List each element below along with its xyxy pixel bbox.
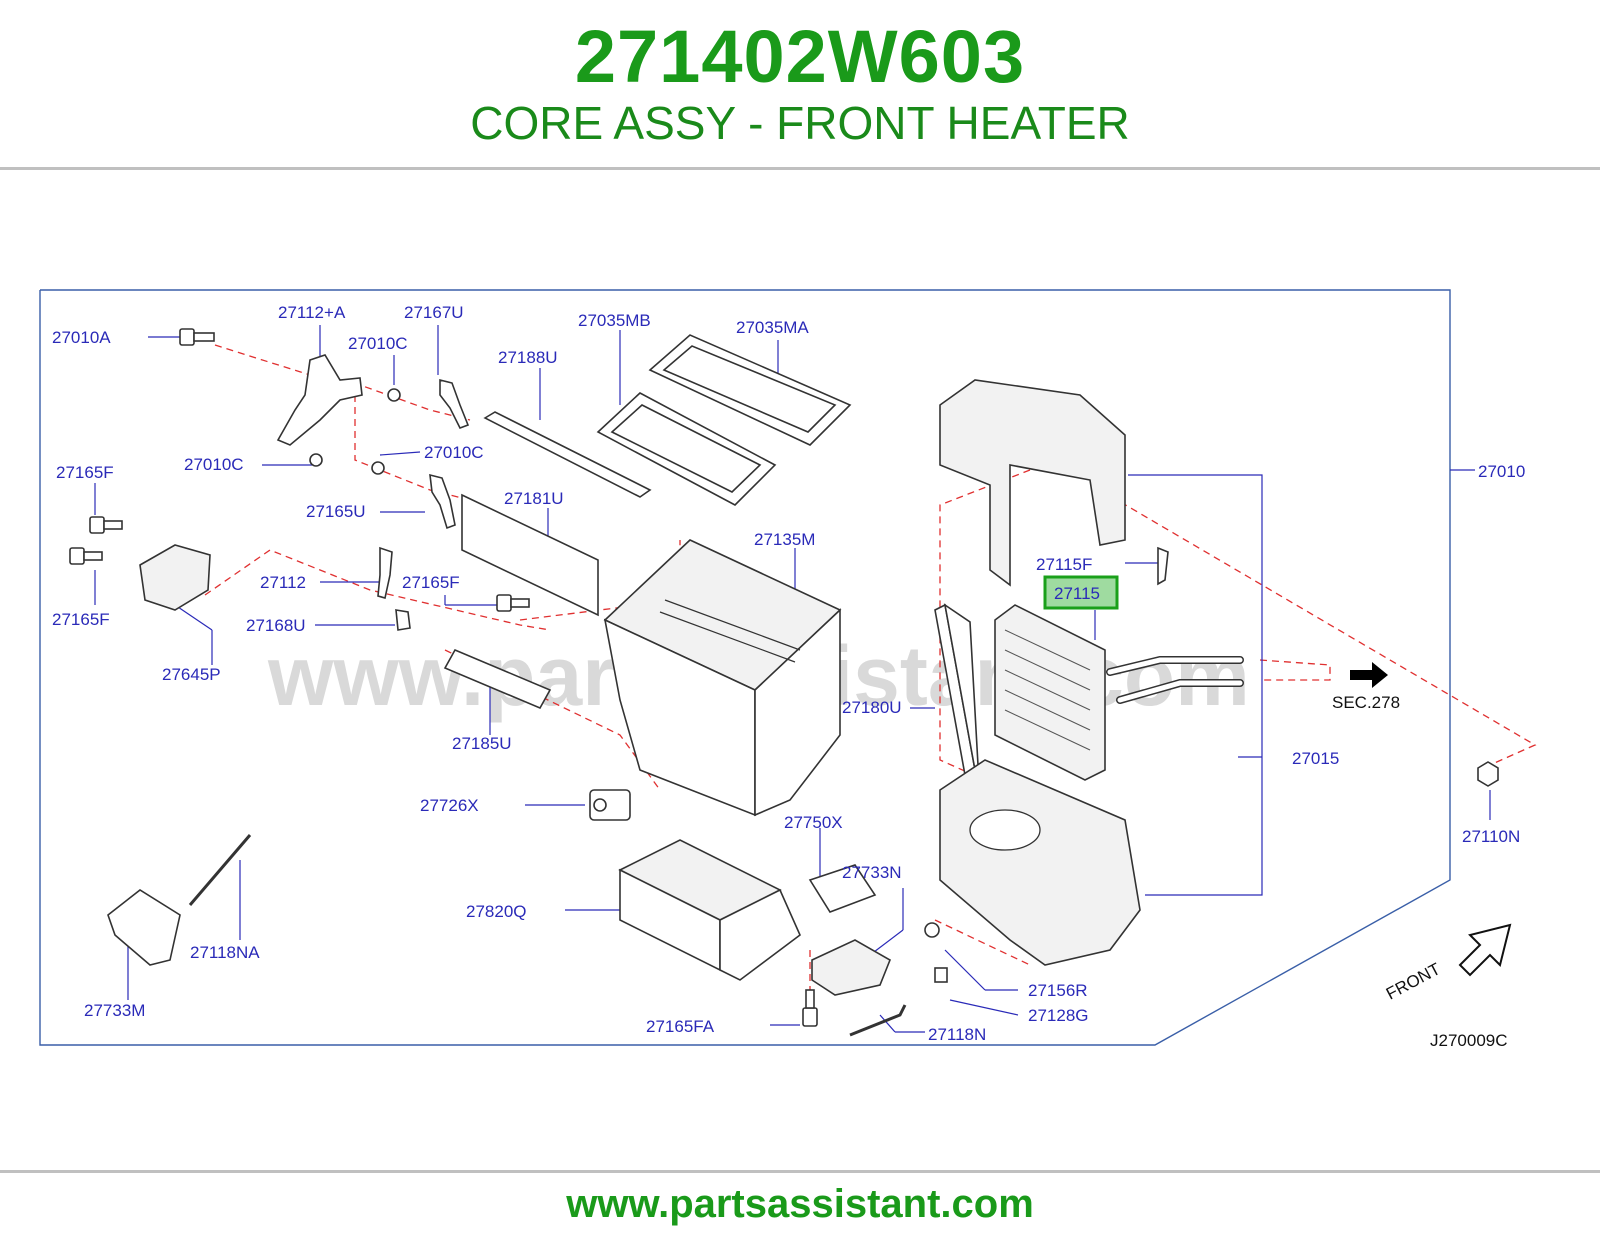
part-drawings: [69, 328, 1512, 1037]
bolt-27165F-a: [89, 516, 123, 534]
clip-27115F: [1157, 546, 1169, 586]
bracket-27112A: [276, 354, 363, 446]
parts-diagram: www.partsassistant.com: [39, 289, 1537, 1050]
label-27010A[interactable]: 27010A: [52, 328, 111, 347]
part-title: CORE ASSY - FRONT HEATER: [470, 97, 1130, 149]
label-27733N[interactable]: 27733N: [842, 863, 902, 882]
label-27010C-a[interactable]: 27010C: [348, 334, 408, 353]
door-27185U: [443, 648, 552, 710]
label-27035MA[interactable]: 27035MA: [736, 318, 809, 337]
bolt-27165F-b: [496, 594, 530, 612]
front-label: FRONT: [1383, 959, 1444, 1003]
door-27181U: [461, 493, 599, 617]
part-number: 271402W603: [574, 15, 1026, 98]
label-27010C-c[interactable]: 27010C: [184, 455, 244, 474]
link-27168U: [395, 609, 411, 631]
top-divider: [0, 167, 1600, 170]
label-27165U[interactable]: 27165U: [306, 502, 366, 521]
label-27118N[interactable]: 27118N: [928, 1025, 986, 1044]
label-27750X[interactable]: 27750X: [784, 813, 843, 832]
label-27168U[interactable]: 27168U: [246, 616, 306, 635]
label-27110N[interactable]: 27110N: [1462, 827, 1520, 846]
label-27167U[interactable]: 27167U: [404, 303, 464, 322]
label-27010[interactable]: 27010: [1478, 462, 1525, 481]
label-27165F-c[interactable]: 27165F: [52, 610, 110, 629]
label-27185U[interactable]: 27185U: [452, 734, 512, 753]
label-27188U[interactable]: 27188U: [498, 348, 558, 367]
case-27135M: [603, 539, 842, 817]
label-27112A[interactable]: 27112+A: [278, 303, 346, 322]
case-lower: [939, 759, 1141, 966]
label-27035MB[interactable]: 27035MB: [578, 311, 651, 330]
washer-27010C-b: [309, 453, 323, 467]
rod-27118N: [849, 1004, 907, 1037]
nut-27110N: [1477, 761, 1499, 787]
label-27010C-b[interactable]: 27010C: [424, 443, 484, 462]
clip-27156R: [924, 922, 940, 938]
actuator-27645P: [139, 544, 211, 611]
label-27128G[interactable]: 27128G: [1028, 1006, 1089, 1025]
filter-27035MA-inner: [662, 345, 837, 433]
label-27820Q[interactable]: 27820Q: [466, 902, 527, 921]
label-27135M[interactable]: 27135M: [754, 530, 815, 549]
clip-27165U: [429, 473, 456, 530]
label-27015[interactable]: 27015: [1292, 749, 1339, 768]
case-27820Q: [618, 839, 801, 981]
bolt-27165FA: [802, 989, 818, 1027]
label-27726X[interactable]: 27726X: [420, 796, 479, 815]
door-27188U: [483, 411, 652, 498]
bolt-27010A: [179, 328, 215, 346]
bracket-27750X: [808, 864, 877, 913]
grommet-27128G: [934, 967, 948, 983]
label-27645P[interactable]: 27645P: [162, 665, 221, 684]
label-27118NA[interactable]: 27118NA: [190, 943, 260, 962]
highlight-27115: [1043, 575, 1119, 610]
case-upper: [939, 379, 1126, 587]
amp-27733N: [811, 939, 892, 996]
label-27733M[interactable]: 27733M: [84, 1001, 145, 1020]
rod-27118NA: [188, 834, 252, 906]
sec-reference: SEC.278: [1332, 693, 1400, 712]
sec-arrow-icon: [1350, 662, 1388, 688]
clip-27167U: [439, 378, 470, 430]
link-27112: [377, 546, 393, 600]
filter-27035MB-inner: [610, 404, 762, 493]
label-27165F-a[interactable]: 27165F: [56, 463, 114, 482]
washer-27010C-c: [371, 461, 385, 475]
label-27180U[interactable]: 27180U: [842, 698, 902, 717]
drawing-code: J270009C: [1430, 1031, 1508, 1050]
label-27165FA[interactable]: 27165FA: [646, 1017, 715, 1036]
label-27165F-b[interactable]: 27165F: [402, 573, 460, 592]
servo-27726X: [589, 789, 631, 821]
label-27181U[interactable]: 27181U: [504, 489, 564, 508]
bottom-divider: [0, 1170, 1600, 1173]
leader-lines: [94, 325, 1491, 1033]
label-27115-highlighted[interactable]: 27115: [1054, 584, 1100, 603]
label-27156R[interactable]: 27156R: [1028, 981, 1088, 1000]
diagram-frame: [39, 289, 1451, 1046]
front-arrow-icon: [1458, 923, 1512, 977]
heater-core-27115: [994, 604, 1244, 781]
footer-url[interactable]: www.partsassistant.com: [566, 1182, 1034, 1226]
washer-27010C-a: [387, 388, 401, 402]
label-27115F[interactable]: 27115F: [1036, 555, 1092, 574]
label-27112[interactable]: 27112: [260, 573, 306, 592]
bracket-27733M: [107, 889, 181, 966]
bolt-27165F-c: [69, 547, 103, 565]
